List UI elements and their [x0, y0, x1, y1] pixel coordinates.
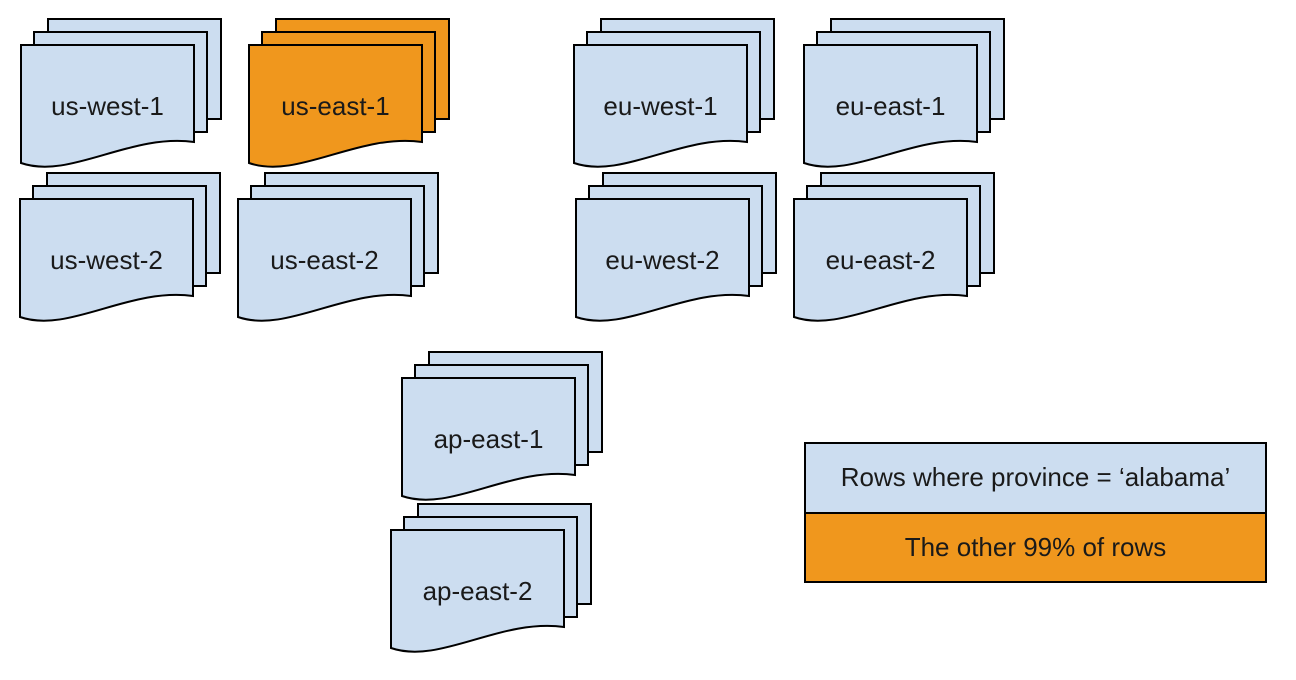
stacked-documents-icon: [248, 18, 450, 168]
region-stack-eu-east-1: eu-east-1: [803, 18, 1005, 170]
front-page-shape: [401, 377, 576, 501]
front-page-shape: [573, 44, 748, 168]
legend-item-other-rows: The other 99% of rows: [806, 511, 1265, 581]
region-stack-us-west-1: us-west-1: [20, 18, 222, 170]
front-page-shape: [803, 44, 978, 168]
region-stack-eu-west-1: eu-west-1: [573, 18, 775, 170]
front-page-shape: [248, 44, 423, 168]
region-stack-ap-east-2: ap-east-2: [390, 503, 592, 655]
legend: Rows where province = ‘alabama’ The othe…: [804, 442, 1267, 583]
front-page-shape: [390, 529, 565, 653]
stacked-documents-icon: [803, 18, 1005, 168]
region-stack-us-west-2: us-west-2: [19, 172, 221, 324]
region-stack-eu-west-2: eu-west-2: [575, 172, 777, 324]
stacked-documents-icon: [20, 18, 222, 168]
front-page-shape: [793, 198, 968, 322]
legend-item-label: Rows where province = ‘alabama’: [840, 462, 1231, 493]
stacked-documents-icon: [19, 172, 221, 322]
legend-item-label: The other 99% of rows: [904, 531, 1167, 562]
stacked-documents-icon: [237, 172, 439, 322]
stacked-documents-icon: [573, 18, 775, 168]
region-stack-us-east-2: us-east-2: [237, 172, 439, 324]
front-page-shape: [19, 198, 194, 322]
stacked-documents-icon: [575, 172, 777, 322]
stacked-documents-icon: [401, 351, 603, 501]
region-stack-ap-east-1: ap-east-1: [401, 351, 603, 503]
region-stack-us-east-1: us-east-1: [248, 18, 450, 170]
stacked-documents-icon: [793, 172, 995, 322]
region-stack-eu-east-2: eu-east-2: [793, 172, 995, 324]
front-page-shape: [237, 198, 412, 322]
legend-item-alabama-rows: Rows where province = ‘alabama’: [806, 444, 1265, 512]
front-page-shape: [20, 44, 195, 168]
front-page-shape: [575, 198, 750, 322]
stacked-documents-icon: [390, 503, 592, 653]
